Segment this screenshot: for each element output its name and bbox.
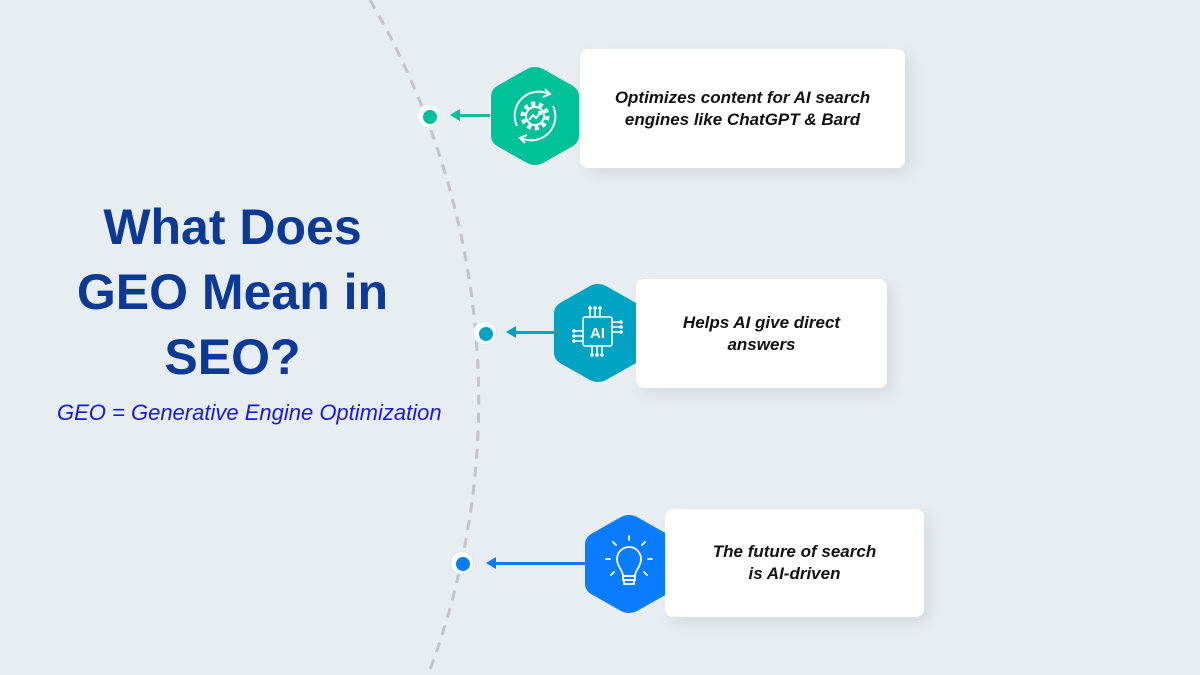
timeline-dot: [417, 104, 441, 128]
card-text: The future of search: [712, 542, 877, 561]
title-line: GEO Mean in: [76, 264, 389, 320]
lightbulb-icon: [605, 535, 653, 585]
timeline-dot: [473, 321, 497, 345]
title-line: What Does: [103, 199, 362, 255]
subtitle: GEO = Generative Engine Optimization: [57, 400, 442, 425]
ai-chip-icon: [572, 306, 623, 357]
chip-label: AI: [590, 325, 605, 342]
gear-growth-cycle-icon: [513, 88, 557, 144]
card-text: Helps AI give direct: [682, 312, 841, 332]
card-text: is AI-driven: [748, 564, 841, 583]
hexagon-badge: AI: [554, 284, 642, 382]
card-text: Optimizes content for AI search: [614, 87, 871, 107]
arrow-left-icon: [506, 326, 554, 338]
hexagon-badge: [585, 515, 673, 613]
arrow-left-icon: [486, 557, 586, 569]
card-text: answers: [727, 334, 796, 354]
page-title: What Does GEO Mean in SEO?: [40, 195, 425, 390]
title-line: SEO?: [164, 329, 301, 385]
card-text: engines like ChatGPT & Bard: [624, 109, 861, 129]
arrow-left-icon: [450, 109, 490, 121]
hexagon-badge: [491, 67, 579, 165]
point-card: The future of search is AI-driven: [665, 509, 924, 617]
timeline-dot: [450, 551, 474, 575]
